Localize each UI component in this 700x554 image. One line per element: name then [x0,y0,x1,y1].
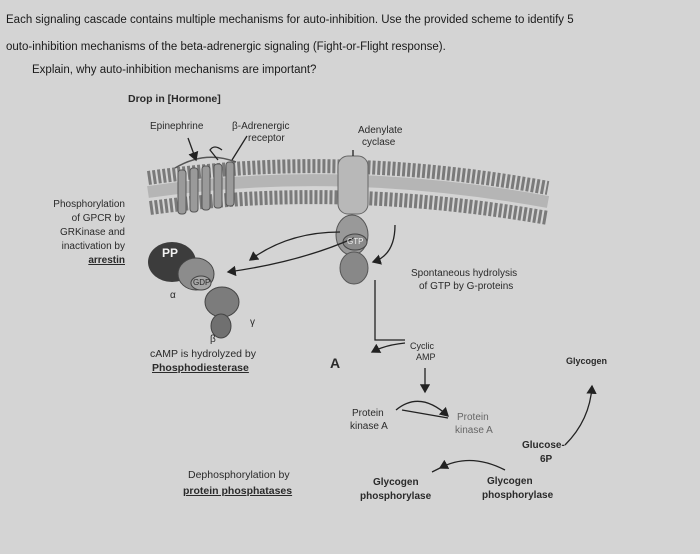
label-gp-right-1: Glycogen [487,476,533,487]
label-b-receptor-1: β-Adrenergic [232,121,290,132]
label-hydrolysis-1: Spontaneous hydrolysis [411,268,518,279]
g-protein-complex [148,242,240,339]
label-hydrolysis-2: of GTP by G-proteins [419,281,514,292]
label-glucose-2: 6P [540,454,553,465]
label-glycogen-top: Glycogen [566,356,608,366]
label-gtp: GTP [347,237,364,246]
phos-line-2: of GPCR by [71,213,125,224]
phos-line-4: inactivation by [61,241,125,252]
label-cyclic-2: AMP [416,352,436,362]
diagram-heading: Drop in [Hormone] [128,93,221,105]
label-glucose-1: Glucose- [522,440,565,451]
label-epinephrine: Epinephrine [150,121,204,132]
label-dephos-2: protein phosphatases [183,485,293,497]
adenylate-cyclase-shape [335,155,369,285]
label-gamma: γ [250,317,255,328]
label-cyclic-1: Cyclic [410,341,434,351]
label-camp-2: Phosphodiesterase [152,362,249,374]
phos-line-3: GRKinase and [59,227,125,238]
receptor-loop [174,156,237,169]
label-gp-left-1: Glycogen [373,477,419,488]
phos-line-1: Phosphorylation [53,199,125,210]
label-alpha: α [170,290,176,301]
question-line-1: Each signaling cascade contains multiple… [6,14,574,26]
phos-line-5: arrestin [88,255,125,266]
question-line-2: outo-inhibition mechanisms of the beta-a… [6,41,446,53]
diagram-arrows [187,135,597,473]
question-line-3: Explain, why auto-inhibition mechanisms … [32,64,317,76]
label-phosphorylation: Phosphorylation of GPCR by GRKinase and … [20,198,125,268]
label-beta: β [210,334,216,345]
label-pka-left-1: Protein [352,408,384,419]
label-pp: PP [162,246,179,260]
label-gp-left-2: phosphorylase [360,491,432,502]
label-gp-right-2: phosphorylase [482,490,554,501]
label-dephos-1: Dephosphorylation by [188,469,290,481]
label-camp-1: cAMP is hydrolyzed by [150,348,257,360]
label-letter-a: A [330,355,341,371]
receptor-helices [177,161,235,215]
label-adenylate-2: cyclase [362,137,396,148]
label-gdp: GDP [193,278,211,287]
label-pka-right-1: Protein [457,412,489,423]
label-pka-right-2: kinase A [455,425,493,436]
label-b-receptor-2: receptor [248,133,285,144]
label-adenylate-1: Adenylate [358,125,403,136]
label-pka-left-2: kinase A [350,421,388,432]
